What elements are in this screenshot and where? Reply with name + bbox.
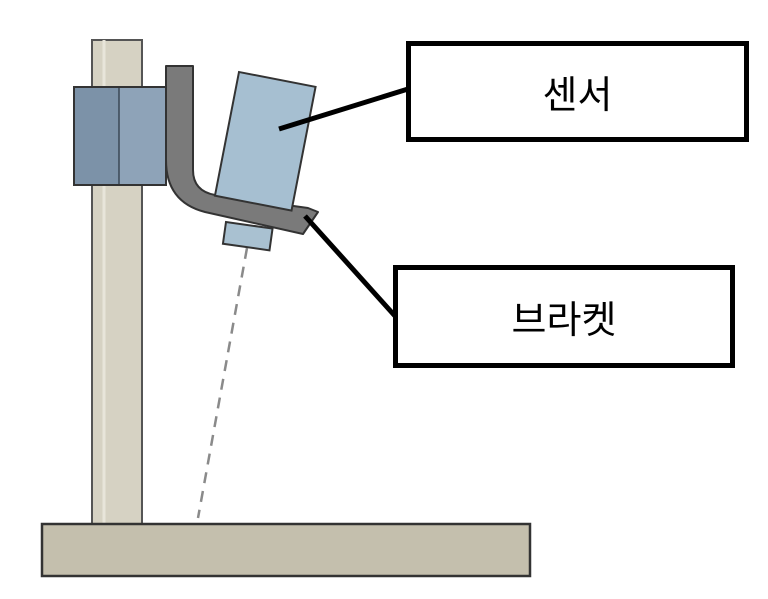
sensor-body bbox=[213, 70, 317, 212]
sensor-label-box: 센서 bbox=[406, 41, 749, 142]
leader-line-sensor bbox=[278, 86, 409, 132]
sensor-label: 센서 bbox=[542, 73, 613, 117]
bracket-label: 브라켓 bbox=[511, 298, 617, 342]
leader-line-bracket bbox=[303, 214, 397, 318]
sensor-lens bbox=[221, 220, 274, 252]
post-clamp-shade bbox=[74, 87, 119, 185]
sensor-beam bbox=[196, 247, 249, 519]
bracket-label-box: 브라켓 bbox=[393, 265, 735, 368]
bracket bbox=[165, 65, 319, 235]
base-plate bbox=[40, 522, 532, 578]
